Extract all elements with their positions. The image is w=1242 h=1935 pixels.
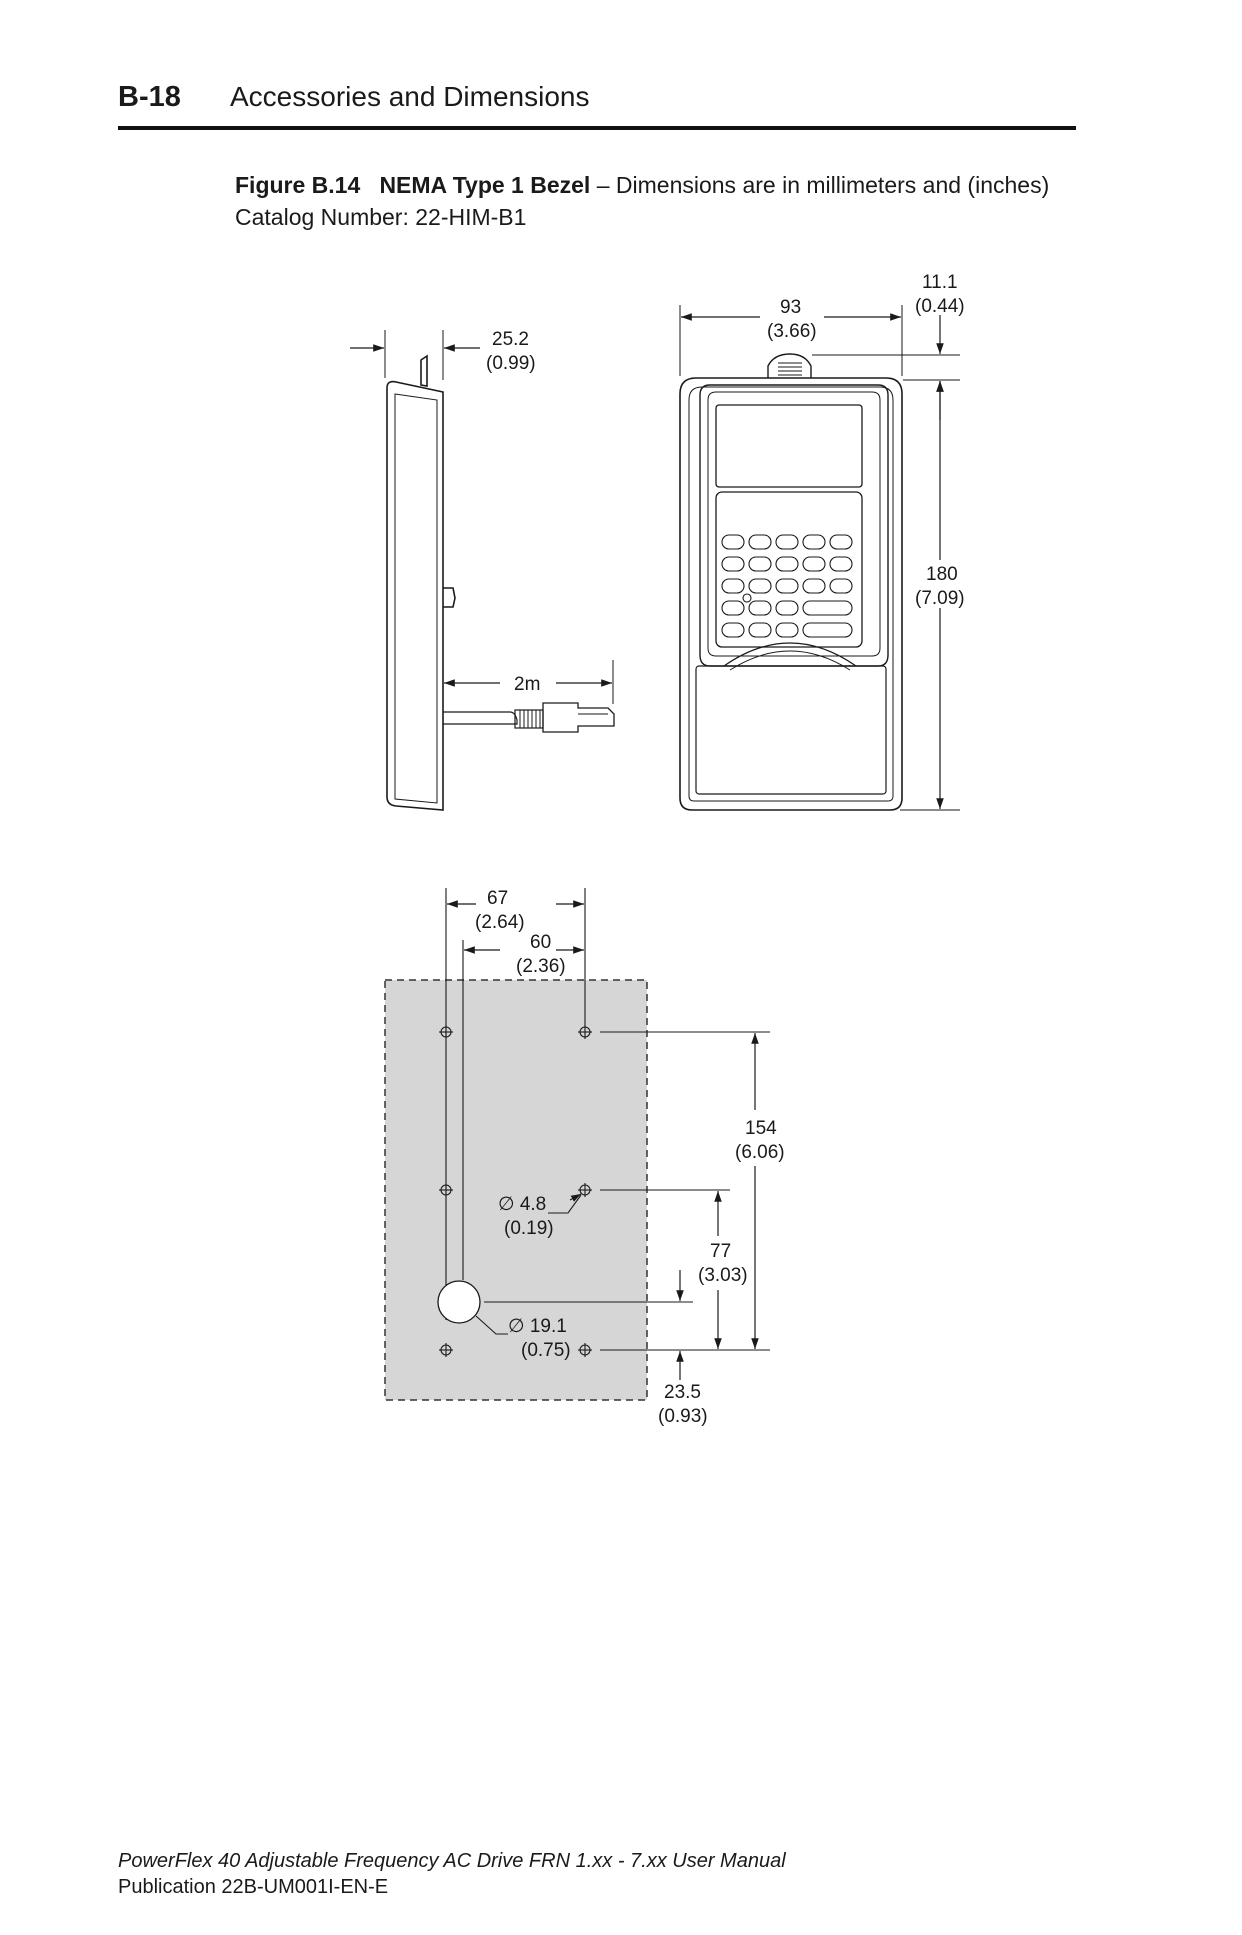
lower-panel-arc	[723, 642, 857, 667]
large-hole-leader	[475, 1315, 508, 1335]
outer-span-mm: 67	[487, 888, 508, 909]
front-width-in: (3.66)	[767, 321, 817, 342]
vertical-span-in: (6.06)	[735, 1142, 785, 1163]
side-depth-in: (0.99)	[486, 353, 536, 374]
cable-length-label: 2m	[514, 674, 540, 695]
front-height-in: (7.09)	[915, 588, 965, 609]
lower-panel	[695, 665, 887, 795]
small-hole-mm: ∅ 4.8	[498, 1194, 546, 1215]
front-offset-mm: 11.1	[922, 272, 958, 293]
keypad-area	[715, 491, 863, 648]
bezel-front-outline	[679, 377, 903, 811]
mid-span-in: (3.03)	[698, 1265, 748, 1286]
top-latch	[767, 353, 812, 378]
section-title: Accessories and Dimensions	[230, 81, 590, 112]
front-view	[679, 305, 960, 811]
bottom-offset-in: (0.93)	[658, 1406, 708, 1427]
small-hole-in: (0.19)	[504, 1218, 554, 1239]
bezel-side-inner	[394, 393, 438, 804]
mounting-holes	[439, 1025, 592, 1357]
page-number: B-18	[118, 81, 181, 113]
cable	[443, 711, 518, 725]
side-view	[350, 330, 615, 811]
keypad-module	[699, 384, 889, 667]
figure-number: Figure B.14	[235, 172, 361, 198]
large-cable-hole	[437, 1280, 481, 1324]
front-width-mm: 93	[780, 297, 801, 318]
outer-span-in: (2.64)	[475, 912, 525, 933]
inner-span-mm: 60	[530, 932, 551, 953]
keypad-keys	[721, 534, 853, 638]
display-window	[715, 404, 863, 488]
large-hole-in: (0.75)	[521, 1340, 571, 1361]
front-height-mm: 180	[926, 564, 958, 585]
footer-publication: Publication 22B-UM001I-EN-E	[118, 1876, 389, 1898]
large-hole-mm: ∅ 19.1	[508, 1316, 567, 1337]
figure-name: NEMA Type 1 Bezel	[379, 172, 591, 198]
side-depth-mm: 25.2	[492, 329, 529, 350]
mid-span-mm: 77	[710, 1241, 731, 1262]
rj45-plug	[542, 702, 615, 733]
figure-dash: –	[590, 172, 616, 198]
cable-strain-relief	[514, 709, 544, 729]
catalog-number: Catalog Number: 22-HIM-B1	[235, 204, 527, 230]
vertical-span-mm: 154	[745, 1118, 777, 1139]
top-clip	[420, 354, 428, 387]
inner-span-in: (2.36)	[516, 956, 566, 977]
footer-manual-title: PowerFlex 40 Adjustable Frequency AC Dri…	[118, 1850, 786, 1872]
figure-title: Figure B.14 NEMA Type 1 Bezel – Dimensio…	[235, 170, 1049, 200]
mid-tab	[443, 587, 456, 608]
figure-caption: Dimensions are in millimeters and (inche…	[615, 172, 1050, 198]
bezel-front-inner	[688, 386, 894, 802]
front-offset-in: (0.44)	[915, 296, 965, 317]
bottom-offset-mm: 23.5	[664, 1382, 701, 1403]
bezel-side-outline	[386, 380, 444, 811]
header-rule	[118, 126, 1076, 130]
